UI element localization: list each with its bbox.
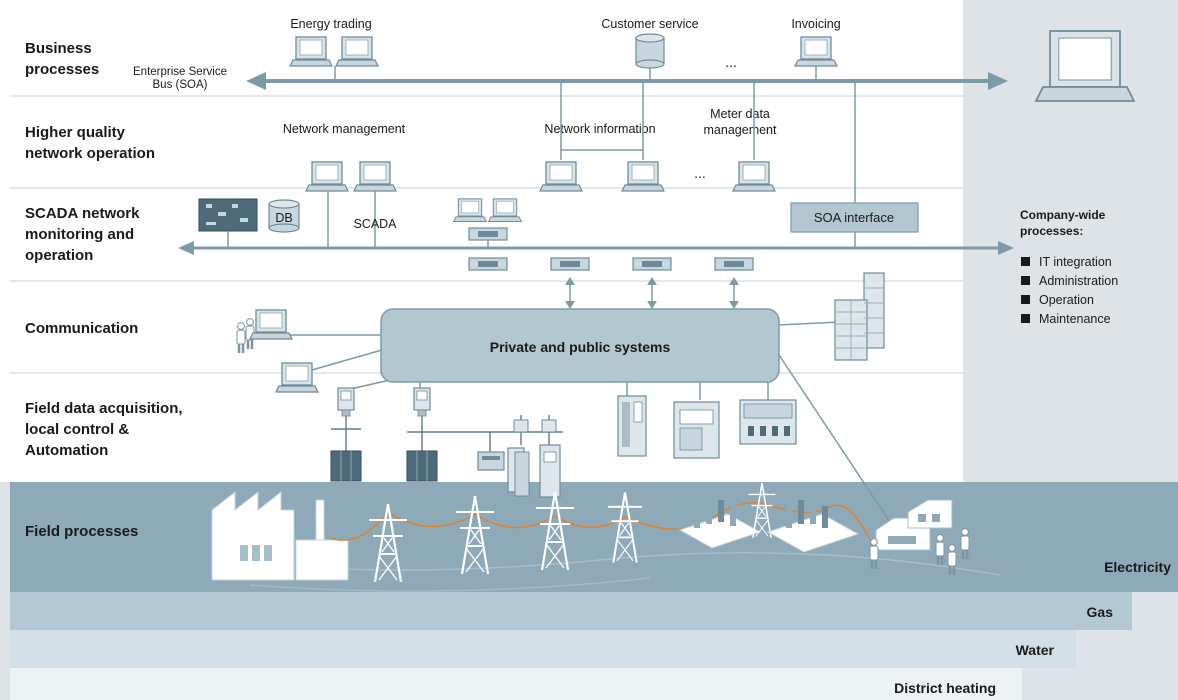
gateway-server-icon [468,257,508,271]
network-information-label: Network information [544,122,655,136]
scada-label: SCADA [353,217,397,231]
energy-trading-laptop-icon [289,36,333,67]
customer-service-label: Customer service [601,17,698,31]
row-title-field-processes: Field processes [25,523,138,540]
gateway-server-icon [632,257,672,271]
energy-trading-label: Energy trading [290,17,371,31]
soa-interface-label: SOA interface [814,210,894,225]
invoicing-laptop-icon [794,36,838,67]
district-heating-band [10,668,1022,700]
network-management-laptop-icon [305,161,349,192]
gas-band [10,592,1132,630]
business-ellipsis: ... [725,54,737,70]
company-laptop-icon [1034,30,1136,102]
switchgear-cabinet-icon [330,450,362,482]
field-laptop-icon [275,362,319,393]
private-public-systems-hub: Private and public systems [380,308,780,383]
io-module-icon [739,399,797,445]
row-title-communication: Communication [25,320,138,337]
company-wide-list: IT integration Administration Operation … [1021,255,1118,326]
soa-interface-box: SOA interface [790,202,919,233]
energy-trading-laptop-icon [335,36,379,67]
field-processes-scene [209,482,1001,592]
meter-panel-icon [673,401,720,459]
company-wide-item: IT integration [1039,255,1112,269]
scada-bus [178,241,1014,255]
company-wide-item: Maintenance [1039,312,1111,326]
gateway-links [569,282,735,304]
bullet-icon [1021,257,1030,266]
db-label: DB [275,211,292,225]
company-wide-item: Operation [1039,293,1094,307]
water-label: Water [1016,642,1055,658]
gas-label: Gas [1087,604,1114,620]
network-management-label: Network management [283,122,406,136]
control-panel-icon [198,198,258,248]
electricity-band [10,482,1178,592]
bullet-icon [1021,314,1030,323]
house-icon [907,499,953,529]
water-band [10,630,1076,668]
bullet-icon [1021,295,1030,304]
business-connectors [334,66,817,81]
gateway-arrowheads [565,277,739,309]
enterprise-service-bus [246,72,1008,90]
row-title-field-data: Field data acquisition,local control &Au… [25,400,183,459]
electricity-label: Electricity [1104,559,1171,575]
field-wiring [331,415,563,452]
network-ellipsis: ... [694,165,706,181]
network-management-laptop-icon [353,161,397,192]
substation-icon [766,500,860,553]
server-rack-icon [834,272,885,361]
invoicing-label: Invoicing [791,17,840,31]
network-connectors [327,81,856,248]
laptop-icon [488,198,522,222]
gateway-server-icon [550,257,590,271]
customer-service-database-icon [635,33,665,69]
meter-data-laptop-icon [732,161,776,192]
gateway-server-icon [714,257,754,271]
scada-database-icon [268,199,300,233]
communication-laptop-icon [249,309,293,340]
server-icon [468,227,508,241]
network-information-laptop-icon [621,161,665,192]
controller-icon [617,395,647,457]
bullet-icon [1021,276,1030,285]
switchgear-cabinet-icon [406,450,438,482]
district-heating-label: District heating [894,680,996,696]
protection-relay-icon [477,419,561,498]
communication-links [286,321,891,523]
substation-icon [678,500,762,549]
laptop-icon [453,198,487,222]
network-information-laptop-icon [539,161,583,192]
company-wide-item: Administration [1039,274,1118,288]
hub-label: Private and public systems [490,339,671,355]
factory-icon [211,490,349,581]
